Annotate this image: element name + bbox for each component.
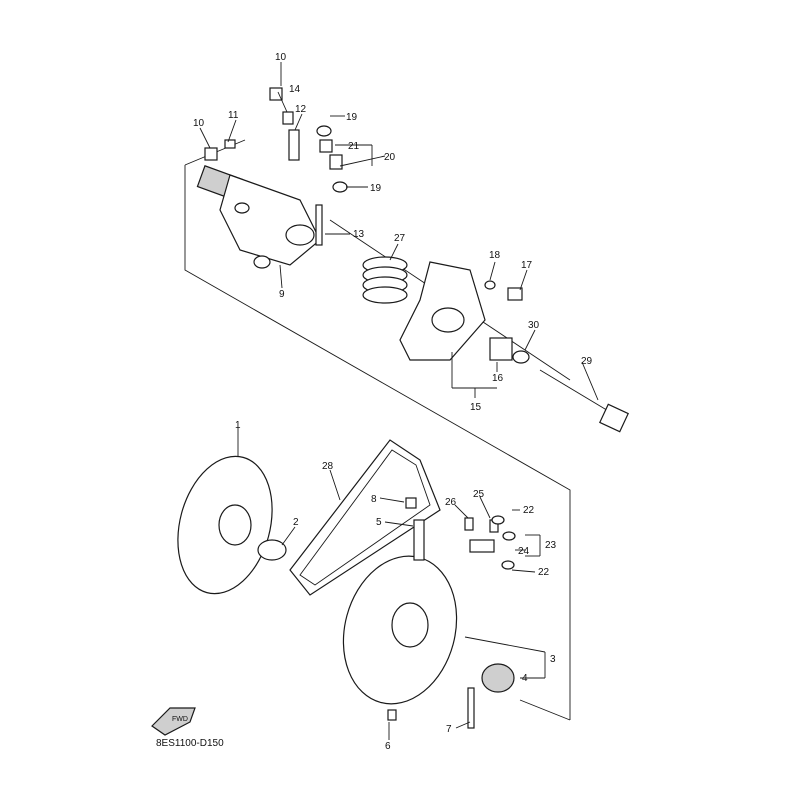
callout-26: 26 (445, 497, 457, 508)
callout-19a: 19 (346, 112, 358, 123)
spider-shaft (196, 165, 321, 269)
callout-19b: 19 (370, 183, 382, 194)
cover-plate (399, 261, 629, 433)
callout-10a: 10 (275, 52, 287, 63)
callout-10b: 10 (193, 118, 205, 129)
callout-5: 5 (376, 517, 382, 528)
movable-sheave (342, 497, 515, 729)
callout-28: 28 (322, 461, 334, 472)
callout-27: 27 (394, 233, 406, 244)
callout-20: 20 (384, 152, 396, 163)
callout-17: 17 (521, 260, 533, 271)
callout-23: 23 (545, 540, 557, 551)
drawing-code: 8ES1100-D150 (156, 738, 224, 749)
callout-11: 11 (228, 110, 239, 121)
callout-13: 13 (353, 229, 365, 240)
callout-14: 14 (289, 84, 301, 95)
callout-12: 12 (295, 104, 307, 115)
callout-24: 24 (518, 546, 530, 557)
callout-18: 18 (489, 250, 501, 261)
callout-leaders (199, 62, 599, 740)
drive-belt (289, 439, 441, 596)
callout-6: 6 (385, 741, 391, 752)
callout-22a: 22 (523, 505, 535, 516)
callout-9: 9 (279, 289, 285, 300)
callout-8: 8 (371, 494, 377, 505)
fwd-arrow-icon: FWD (151, 707, 196, 736)
fixed-sheave (177, 455, 287, 595)
spider-hardware (204, 87, 348, 246)
callout-2: 2 (293, 517, 299, 528)
fwd-label: FWD (172, 716, 188, 723)
spring (362, 256, 408, 304)
callout-4: 4 (522, 673, 528, 684)
callout-7: 7 (446, 724, 452, 735)
callout-16: 16 (492, 373, 504, 384)
callout-29: 29 (581, 356, 593, 367)
callout-1: 1 (235, 420, 241, 431)
roller-set (464, 515, 516, 570)
callout-labels: 1 2 3 4 5 6 7 8 9 10 10 11 12 13 14 15 1… (193, 52, 593, 752)
callout-30: 30 (528, 320, 540, 331)
callout-25: 25 (473, 489, 485, 500)
callout-3: 3 (550, 654, 556, 665)
callout-15: 15 (470, 402, 482, 413)
callout-22b: 22 (538, 567, 550, 578)
callout-21: 21 (348, 141, 360, 152)
